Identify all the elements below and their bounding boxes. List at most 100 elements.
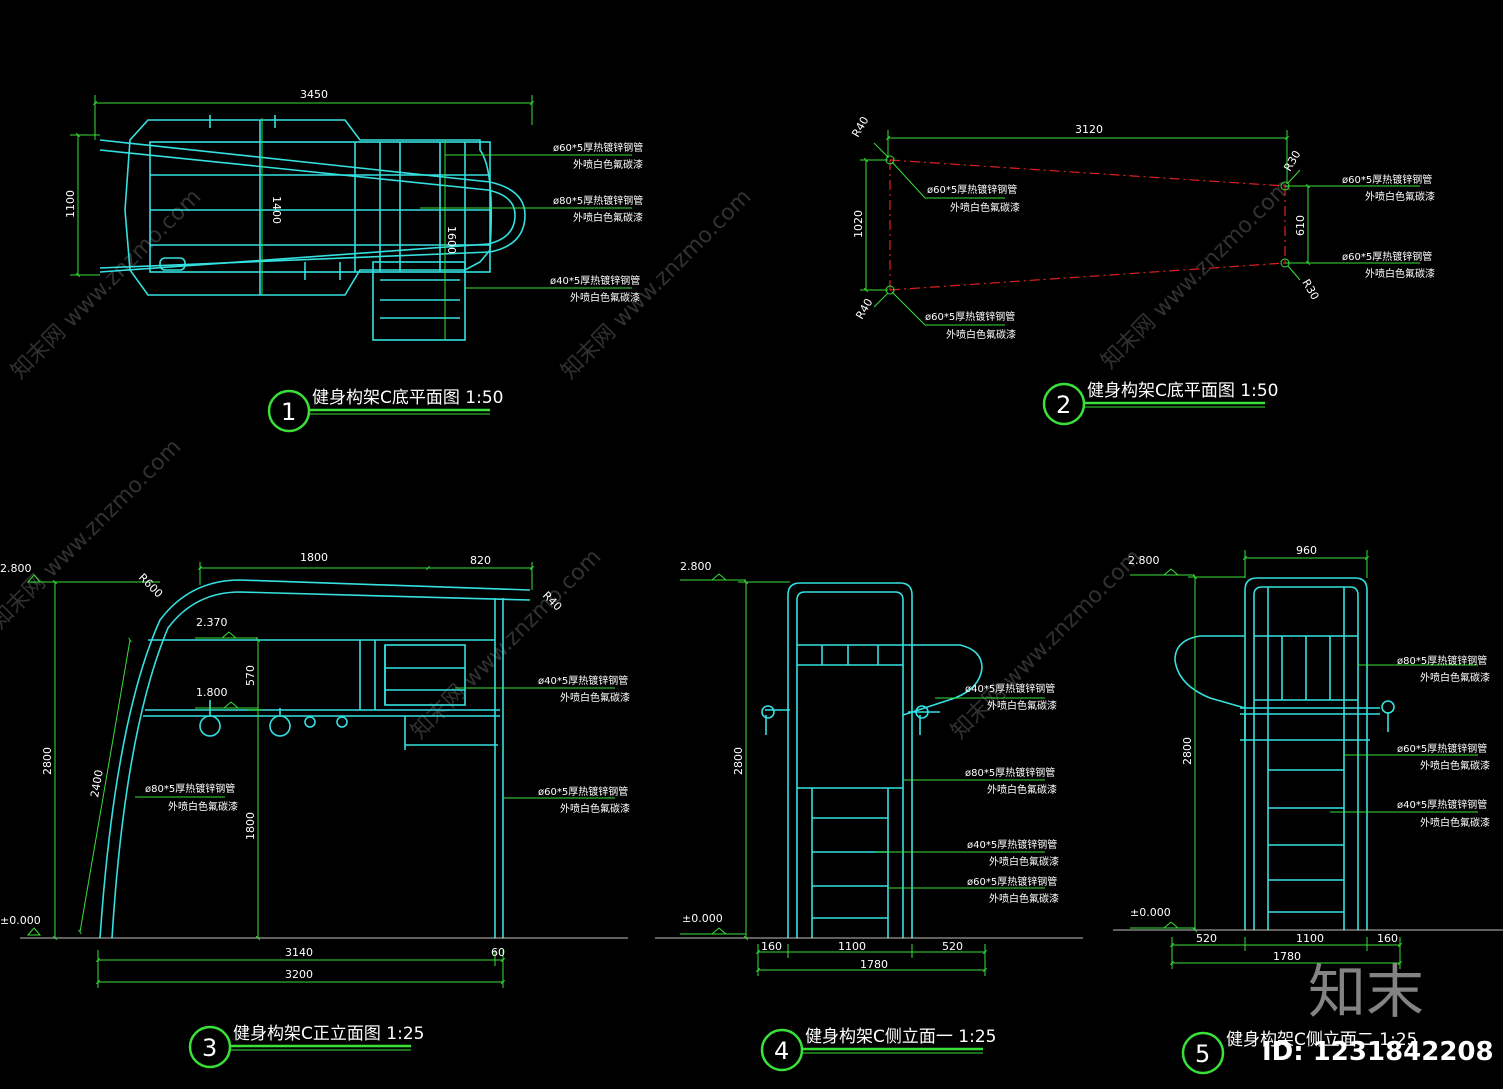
- v1-dim-3450: 3450: [300, 88, 328, 101]
- v2-radius-r30-bottom: R30: [1299, 277, 1321, 302]
- v1-note-2a: ø80*5厚热镀锌钢管: [553, 194, 643, 207]
- v1-title: 健身构架C底平面图 1:50: [312, 388, 503, 408]
- watermark-layer: 知末网 www.znzmo.com 知末网 www.znzmo.com 知末网 …: [0, 174, 1296, 744]
- v2-radius-r30-top: R30: [1281, 148, 1303, 173]
- v2-dim-1020: 1020: [852, 210, 865, 238]
- v5-title: 健身构架C侧立面二 1:25: [1226, 1030, 1417, 1050]
- v3-note-1a: ø40*5厚热镀锌钢管: [538, 674, 628, 687]
- v5-dim-1780: 1780: [1273, 950, 1301, 963]
- v4-note-4b: 外喷白色氟碳漆: [989, 892, 1059, 905]
- v5-note-2a: ø60*5厚热镀锌钢管: [1397, 742, 1487, 755]
- v3-dim-2400: 2400: [88, 769, 106, 799]
- v3-dim-3200: 3200: [285, 968, 313, 981]
- v3-note-3b: 外喷白色氟碳漆: [560, 802, 630, 815]
- v5-number-circle: [1181, 1031, 1225, 1075]
- v2-note-3b: 外喷白色氟碳漆: [1365, 190, 1435, 203]
- v1-number: 1: [281, 398, 296, 426]
- v2-number-circle: [1042, 382, 1086, 426]
- v5-number: 5: [1195, 1040, 1210, 1068]
- v4-level-2800: 2.800: [680, 560, 712, 573]
- v1-number-circle: [267, 389, 311, 433]
- v3-number-circle: [188, 1025, 232, 1069]
- v4-note-1b: 外喷白色氟碳漆: [987, 699, 1057, 712]
- v5-structure: [1174, 577, 1395, 930]
- v4-dim-520: 520: [942, 940, 963, 953]
- v3-dim-2800: 2800: [41, 747, 54, 775]
- v1-note-1b: 外喷白色氟碳漆: [573, 158, 643, 171]
- v4-dim-1780: 1780: [860, 958, 888, 971]
- v4-dim-1100: 1100: [838, 940, 866, 953]
- v2-note-2a: ø60*5厚热镀锌钢管: [925, 310, 1015, 323]
- v2-note-4b: 外喷白色氟碳漆: [1365, 267, 1435, 280]
- v3-number: 3: [202, 1034, 217, 1062]
- v1-note-2b: 外喷白色氟碳漆: [573, 211, 643, 224]
- v3-dim-1800: 1800: [300, 551, 328, 564]
- v2-radius-r40-top: R40: [849, 114, 871, 139]
- v3-note-2b: 外喷白色氟碳漆: [168, 800, 238, 813]
- v5-title-block: 5 健身构架C侧立面二 1:25: [1181, 1030, 1417, 1075]
- v4-title-block: 4 健身构架C侧立面一 1:25: [760, 1027, 996, 1072]
- v2-note-4a: ø60*5厚热镀锌钢管: [1342, 250, 1432, 263]
- watermark-text: 知末网 www.znzmo.com: [0, 434, 186, 634]
- v4-note-4a: ø60*5厚热镀锌钢管: [967, 875, 1057, 888]
- v2-title-block: 2 健身构架C底平面图 1:50: [1042, 381, 1278, 426]
- v3-dim-820: 820: [470, 554, 491, 567]
- v5-note-1b: 外喷白色氟碳漆: [1420, 671, 1490, 684]
- watermark-id: ID: 1231842208: [1262, 1037, 1494, 1067]
- v5-level-2800: 2.800: [1128, 554, 1160, 567]
- v3-level-2370: 2.370: [196, 616, 228, 629]
- view-2-plan: 3120 1020 610 R40 R40 R30 R30 ø60*5厚热镀锌钢…: [849, 114, 1435, 426]
- v2-note-1b: 外喷白色氟碳漆: [950, 201, 1020, 214]
- v4-note-2b: 外喷白色氟碳漆: [987, 783, 1057, 796]
- v4-number: 4: [774, 1037, 789, 1065]
- v4-level-0: ±0.000: [682, 912, 723, 925]
- v4-dim-2800: 2800: [732, 747, 745, 775]
- v2-note-3a: ø60*5厚热镀锌钢管: [1342, 173, 1432, 186]
- v1-structure: [99, 115, 526, 341]
- v2-note-1a: ø60*5厚热镀锌钢管: [927, 183, 1017, 196]
- v3-structure: [99, 579, 531, 939]
- v1-note-3b: 外喷白色氟碳漆: [570, 291, 640, 304]
- v5-note-1a: ø80*5厚热镀锌钢管: [1397, 654, 1487, 667]
- brand-logo-text: 知末: [1308, 958, 1424, 1026]
- v3-dim-1800-vertical: 1800: [244, 812, 257, 840]
- view-3-front-elevation: 2.800 2.370 1.800 ±0.000 1800 820 R600 R…: [0, 551, 630, 1069]
- v4-dim-160: 160: [761, 940, 782, 953]
- v4-note-1a: ø40*5厚热镀锌钢管: [965, 682, 1055, 695]
- view-1-plan: 3450 1100 1400 1600 ø60*5厚热镀锌钢管 外喷白色氟碳漆 …: [64, 88, 643, 433]
- brand-watermark: 知末 ID: 1231842208: [1262, 958, 1494, 1067]
- v2-dim-3120: 3120: [1075, 123, 1103, 136]
- v3-radius-r600: R600: [136, 571, 165, 600]
- v2-title: 健身构架C底平面图 1:50: [1087, 381, 1278, 401]
- v3-note-2a: ø80*5厚热镀锌钢管: [145, 782, 235, 795]
- v4-title: 健身构架C侧立面一 1:25: [805, 1027, 996, 1047]
- v5-note-2b: 外喷白色氟碳漆: [1420, 759, 1490, 772]
- view-4-side-elevation-1: 2.800 ±0.000 2800 160 1100 520 1780 ø40*…: [655, 560, 1083, 1072]
- v3-note-3a: ø60*5厚热镀锌钢管: [538, 785, 628, 798]
- v4-number-circle: [760, 1028, 804, 1072]
- view-5-side-elevation-2: 2.800 ±0.000 960 2800 520 1100 160 1780 …: [1113, 544, 1503, 1075]
- v1-dim-1400: 1400: [270, 196, 283, 224]
- v4-note-3a: ø40*5厚热镀锌钢管: [967, 838, 1057, 851]
- watermark-text: 知末网 www.znzmo.com: [1097, 174, 1297, 374]
- v1-note-1a: ø60*5厚热镀锌钢管: [553, 141, 643, 154]
- v4-note-2a: ø80*5厚热镀锌钢管: [965, 766, 1055, 779]
- v3-level-2800: 2.800: [0, 562, 32, 575]
- watermark-text: 知末网 www.znzmo.com: [7, 184, 207, 384]
- v3-title: 健身构架C正立面图 1:25: [233, 1024, 424, 1044]
- v5-level-0: ±0.000: [1130, 906, 1171, 919]
- v1-dim-1600: 1600: [445, 226, 458, 254]
- v1-dim-1100: 1100: [64, 190, 77, 218]
- v1-title-block: 1 健身构架C底平面图 1:50: [267, 388, 503, 433]
- v3-dim-3140: 3140: [285, 946, 313, 959]
- v2-radius-r40-bottom: R40: [853, 296, 875, 321]
- v2-dimensions: [860, 130, 1420, 326]
- v2-note-2b: 外喷白色氟碳漆: [946, 328, 1016, 341]
- v3-title-block: 3 健身构架C正立面图 1:25: [188, 1024, 424, 1069]
- v1-note-3a: ø40*5厚热镀锌钢管: [550, 274, 640, 287]
- v3-level-0: ±0.000: [0, 914, 41, 927]
- v5-dim-960: 960: [1296, 544, 1317, 557]
- v3-dimensions: [20, 562, 628, 988]
- v5-dimensions: [1113, 550, 1503, 969]
